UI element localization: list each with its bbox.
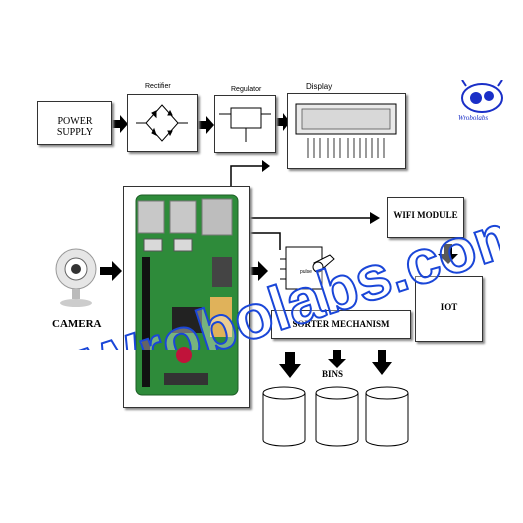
arrow-sorter-bin3 (372, 350, 392, 375)
bin-2 (315, 386, 359, 447)
wrobolabs-logo: Wrobolabs (456, 79, 508, 132)
wifi-module-box: WIFI MODULE (387, 197, 464, 238)
robot-logo-icon (461, 79, 503, 113)
sorter-mechanism-box: SORTER MECHANISM (271, 310, 411, 339)
wifi-module-label: WIFI MODULE (393, 210, 458, 220)
bridge-rectifier-icon (136, 104, 188, 142)
arrow-rpi-wifi (370, 212, 380, 224)
arrow-sorter-bins (328, 350, 346, 368)
display-box (287, 93, 406, 169)
regulator-box (214, 95, 276, 153)
servo-link-line (240, 232, 281, 250)
power-supply-box: POWER SUPPLY (37, 101, 112, 145)
lcd-display-icon (295, 103, 397, 158)
bin-1 (262, 386, 306, 447)
webcam-icon (55, 248, 97, 307)
rectifier-box (127, 94, 198, 152)
camera-label: CAMERA (52, 318, 102, 330)
camera-device (54, 243, 98, 313)
regulator-chip-icon (219, 107, 271, 142)
regulator-title: Regulator (231, 86, 262, 93)
servo-icon (280, 246, 335, 290)
arrow-sorter-bin1 (279, 352, 301, 378)
arrow-display-link (262, 160, 270, 172)
arrow-power-rectifier (112, 115, 128, 133)
display-link-line (230, 165, 262, 186)
arrow-wifi-iot (438, 244, 458, 264)
display-title: Display (306, 82, 333, 91)
arrow-camera-rpi (100, 261, 122, 281)
logo-text: Wrobolabs (458, 114, 489, 122)
raspberry-pi-box (123, 186, 250, 408)
servo-motor: pulse (280, 243, 340, 295)
bin-3 (365, 386, 409, 447)
arrow-regulator-display (276, 113, 290, 131)
iot-label: IOT (440, 302, 458, 312)
bins-label: BINS (322, 369, 344, 379)
power-supply-label: POWER SUPPLY (56, 116, 94, 138)
rectifier-title: Rectifier (145, 83, 171, 90)
arrow-rpi-servo (250, 261, 268, 281)
servo-pulse-label: pulse (300, 269, 312, 275)
arrow-rectifier-regulator (198, 116, 214, 134)
sorter-mechanism-label: SORTER MECHANISM (292, 319, 390, 329)
raspberry-pi-board-icon (135, 194, 239, 396)
iot-box: IOT (415, 276, 483, 342)
